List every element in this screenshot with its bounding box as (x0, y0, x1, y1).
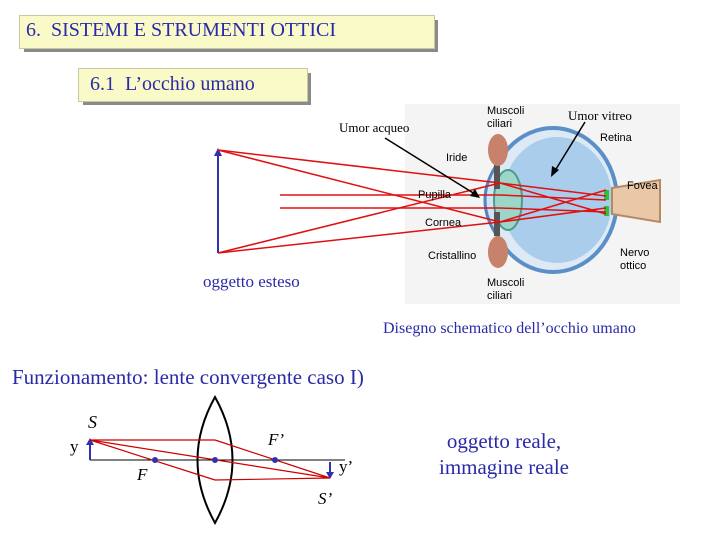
section-title: 6.1 L’occhio umano (90, 73, 255, 96)
lens-diagram (86, 394, 345, 526)
umor-acqueo-pointer (384, 137, 479, 197)
label-muscoli-top-line1: Muscoli (487, 105, 525, 117)
label-retina: Retina (600, 132, 632, 144)
label-muscoli-top-line2: ciliari (487, 118, 513, 130)
light-rays (217, 149, 607, 254)
focal-point-f-prime (272, 457, 278, 463)
label-nervo-line2: ottico (620, 260, 647, 272)
subtitle-number: 6.1 (90, 73, 115, 95)
label-cristallino: Cristallino (428, 250, 477, 262)
label-iride: Iride (446, 152, 468, 164)
subtitle-label: L’occhio umano (125, 73, 255, 95)
label-nervo-ottico: Nervo ottico (620, 247, 649, 273)
title-box (19, 15, 435, 49)
title-label: SISTEMI E STRUMENTI OTTICI (51, 19, 336, 41)
result-line-1: oggetto reale, (446, 429, 562, 453)
figure-caption: Disegno schematico dell’occhio umano (383, 320, 636, 337)
result-line-2: immagine reale (438, 455, 570, 479)
subtitle-box (78, 68, 308, 102)
convergent-lens (196, 394, 234, 526)
label-muscoli-ciliari-bottom: Muscoli ciliari (487, 277, 524, 303)
label-umor-vitreo: Umor vitreo (568, 108, 632, 123)
label-muscoli-bottom-line2: ciliari (487, 290, 513, 302)
label-F-prime: F’ (268, 430, 285, 449)
label-cornea: Cornea (425, 217, 462, 229)
focal-point-f (152, 457, 158, 463)
label-pupilla: Pupilla (418, 189, 452, 201)
label-S: S (88, 412, 97, 432)
title-number: 6. (26, 19, 41, 41)
label-umor-acqueo: Umor acqueo (339, 120, 410, 135)
label-S-prime: S’ (318, 489, 333, 508)
label-fovea: Fovea (627, 180, 658, 192)
label-F: F (137, 465, 148, 484)
label-nervo-line1: Nervo (620, 247, 650, 259)
label-muscoli-bottom-line1: Muscoli (487, 277, 525, 289)
lens-center (212, 457, 218, 463)
result-text: oggetto reale, immagine reale (428, 428, 580, 480)
umor-vitreo-pointer (552, 121, 586, 175)
eye-illustration (405, 104, 680, 304)
label-oggetto-esteso: oggetto esteso (203, 272, 300, 291)
page-title: 6. SISTEMI E STRUMENTI OTTICI (26, 19, 336, 42)
label-muscoli-ciliari-top: Muscoli ciliari (487, 105, 524, 131)
funzionamento-heading: Funzionamento: lente convergente caso I) (12, 365, 364, 389)
label-y: y (70, 437, 79, 456)
label-y-prime: y’ (339, 457, 354, 476)
